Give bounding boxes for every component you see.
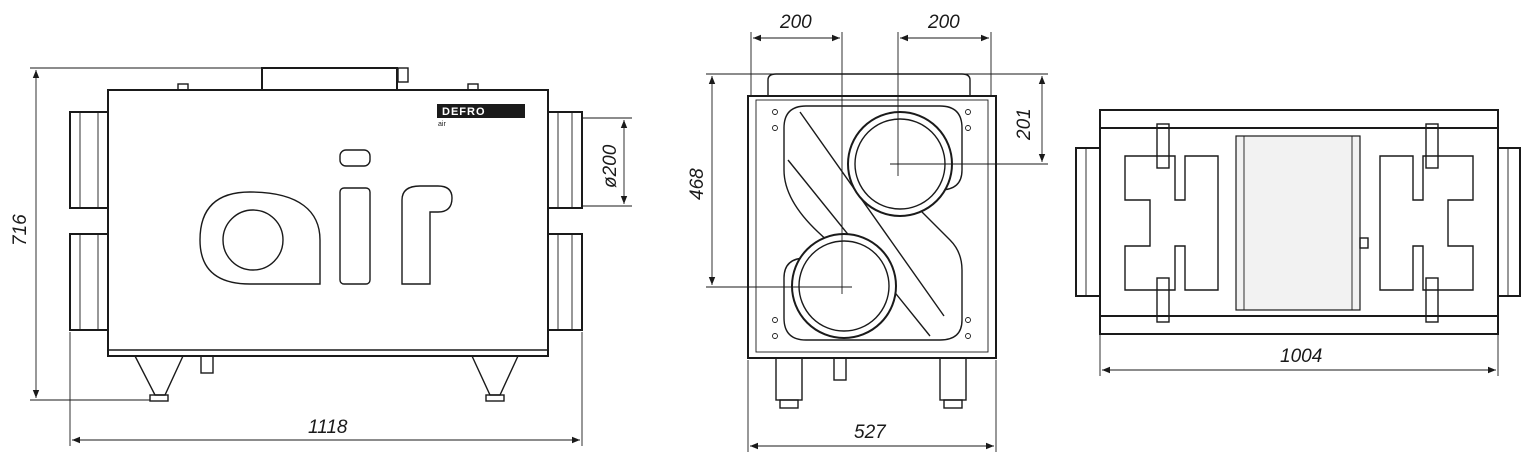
dim-label-527: 527 bbox=[854, 422, 887, 443]
dim-200-left: 200 bbox=[750, 12, 843, 294]
front-foot-left bbox=[134, 355, 184, 396]
dim-label-468: 468 bbox=[687, 168, 708, 200]
front-housing bbox=[107, 89, 549, 357]
dim-201: 201 bbox=[860, 73, 1048, 165]
right-duct-lower bbox=[547, 233, 583, 331]
brand-logo-text: DEFRO bbox=[442, 106, 486, 118]
dim-200-right: 200 bbox=[897, 12, 992, 176]
top-central-module bbox=[1235, 135, 1361, 311]
right-duct-upper bbox=[547, 111, 583, 209]
dim-label-200-right: 200 bbox=[927, 12, 960, 33]
dim-label-200-left: 200 bbox=[779, 12, 812, 33]
left-duct-upper bbox=[69, 111, 109, 209]
dim-716: 716 bbox=[10, 67, 262, 401]
side-inner-profile bbox=[783, 105, 963, 341]
dim-label-716: 716 bbox=[10, 214, 31, 246]
side-foot-left bbox=[775, 357, 803, 401]
dim-label-1004: 1004 bbox=[1280, 346, 1322, 367]
dim-label-d200: ø200 bbox=[600, 144, 621, 188]
dim-527: 527 bbox=[747, 360, 997, 452]
top-box-clip bbox=[397, 67, 409, 83]
side-top-lip bbox=[767, 73, 971, 96]
side-duct-lower bbox=[791, 233, 897, 339]
side-foot-right bbox=[939, 357, 967, 401]
dim-468: 468 bbox=[687, 73, 852, 288]
dim-label-1118: 1118 bbox=[308, 417, 348, 438]
air-lettering-graphic bbox=[199, 149, 453, 285]
top-service-box bbox=[261, 67, 398, 91]
top-view: 1004 bbox=[1075, 109, 1521, 376]
dim-1118: 1118 bbox=[69, 332, 583, 446]
left-duct-lower bbox=[69, 233, 109, 331]
top-duct-left bbox=[1075, 147, 1101, 297]
dim-1004: 1004 bbox=[1099, 334, 1499, 376]
side-view: 200 200 468 201 527 bbox=[687, 12, 1048, 452]
front-view: DEFRO air 716 1118 ø200 bbox=[10, 67, 632, 446]
dim-label-201: 201 bbox=[1014, 108, 1035, 141]
top-recess-left bbox=[1124, 155, 1219, 291]
top-clamps bbox=[1156, 123, 1439, 323]
front-foot-right bbox=[471, 355, 519, 396]
side-bolts bbox=[772, 109, 971, 339]
dim-d200: ø200 bbox=[582, 117, 632, 207]
top-duct-right bbox=[1497, 147, 1521, 297]
top-recess-right bbox=[1379, 155, 1474, 291]
brand-logo: DEFRO air bbox=[437, 104, 525, 128]
brand-logo-sub: air bbox=[438, 121, 446, 128]
